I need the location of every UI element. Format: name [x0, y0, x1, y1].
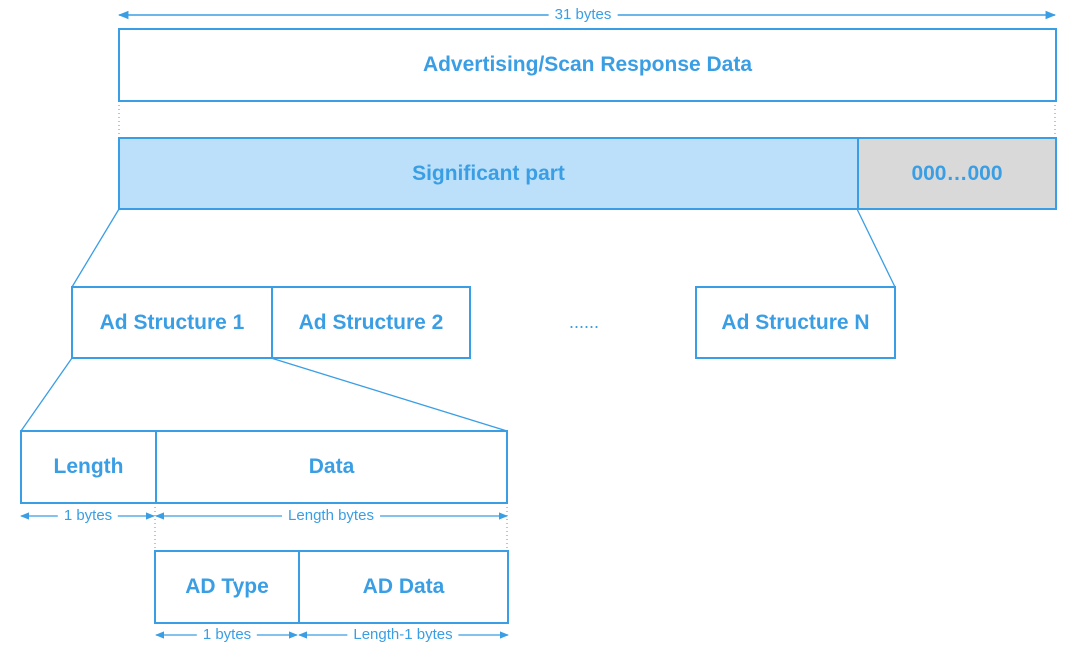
structure-zoom-left	[20, 357, 73, 432]
ellipsis: ......	[568, 312, 600, 332]
ad-structure-1-box: Ad Structure 1	[71, 286, 273, 359]
ad-data-box: AD Data	[298, 550, 509, 624]
ad-structure-n-box: Ad Structure N	[695, 286, 896, 359]
structure-zoom-right	[270, 357, 508, 432]
significant-part-box: Significant part	[118, 137, 859, 210]
zoom-line-left	[71, 208, 120, 288]
length-box: Length	[20, 430, 157, 504]
ad-data-size-label: Length-1 bytes	[347, 626, 459, 644]
advertising-data-box: Advertising/Scan Response Data	[118, 28, 1057, 102]
ad-type-box: AD Type	[154, 550, 300, 624]
ad-structure-2-box: Ad Structure 2	[271, 286, 471, 359]
data-size-label: Length bytes	[282, 507, 380, 525]
zero-padding-box: 000…000	[857, 137, 1057, 210]
zoom-line-right	[856, 208, 896, 288]
total-size-label: 31 bytes	[548, 6, 618, 24]
length-size-label: 1 bytes	[57, 507, 119, 525]
type-size-label: 1 bytes	[196, 626, 258, 644]
data-box: Data	[155, 430, 508, 504]
